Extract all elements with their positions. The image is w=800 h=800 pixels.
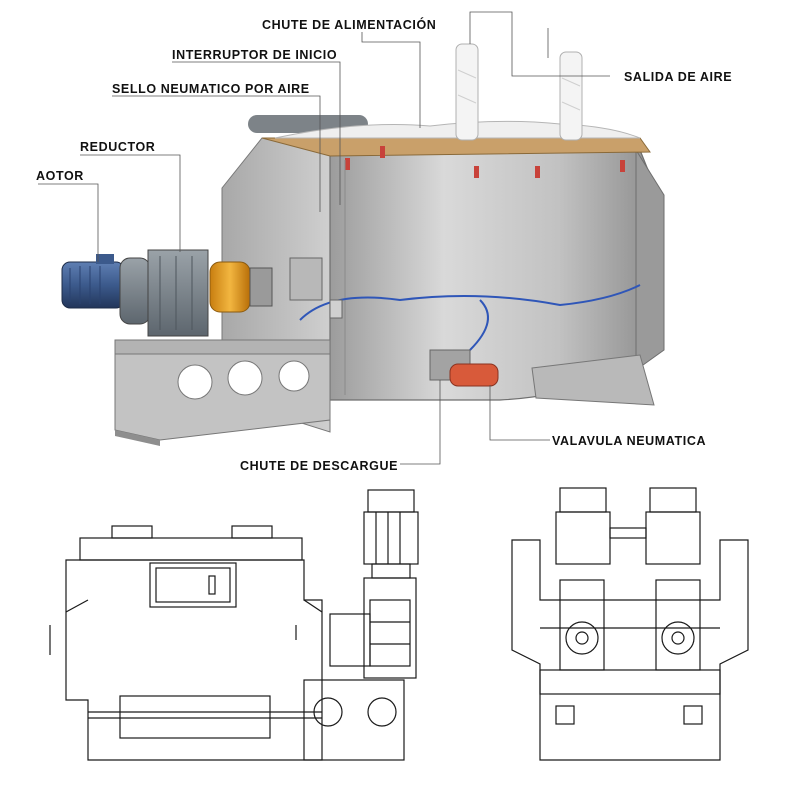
door-inner	[155, 567, 231, 603]
side-body-outline	[511, 539, 749, 761]
discharge-valve	[429, 349, 499, 387]
filter-seam	[561, 101, 581, 111]
door-handle	[208, 575, 216, 595]
leader-interruptor	[172, 61, 341, 205]
front-elevation-drawing	[49, 489, 419, 761]
frame-hole	[227, 360, 263, 396]
motor-drawing	[363, 511, 419, 565]
bearing-housing	[249, 267, 273, 307]
frame-top	[114, 339, 331, 355]
reducer-right	[655, 579, 701, 671]
side-elevation-drawing	[511, 487, 749, 761]
discharge-flange	[119, 695, 271, 739]
reducer-input	[119, 257, 151, 325]
coupling	[209, 261, 251, 313]
label-interruptor-inicio: INTERRUPTOR DE INICIO	[172, 48, 337, 62]
mount-pad-left	[555, 705, 575, 725]
motor-drawing-right	[645, 511, 701, 565]
motor-terminal-box	[96, 254, 114, 264]
inspection-door	[149, 562, 237, 608]
base-hole	[367, 697, 397, 727]
leader-salida-aire	[469, 11, 610, 77]
filter-seam	[457, 94, 477, 104]
pneumatic-valve-icon	[449, 363, 499, 387]
label-chute-alimentacion: CHUTE DE ALIMENTACIÓN	[262, 17, 436, 32]
gear-right	[661, 621, 695, 655]
gear-right-hub	[671, 631, 685, 645]
right-leg	[531, 354, 655, 406]
tank-outline	[65, 559, 323, 761]
leader-descargue	[400, 380, 441, 465]
mount-pad-right	[683, 705, 703, 725]
label-valvula-neumatica: VALAVULA NEUMATICA	[552, 434, 706, 448]
clamp	[620, 160, 625, 172]
leader-motor	[38, 183, 99, 262]
inlet-nozzle	[111, 525, 153, 539]
motor-fan-cover-left	[559, 487, 607, 513]
leader-chute-alimentacion	[361, 32, 421, 128]
drive-frame	[114, 339, 331, 446]
frame-foot	[115, 430, 160, 446]
reducer-left	[559, 579, 605, 671]
reducer-ribs	[369, 599, 411, 667]
motor-fan-cover-right	[649, 487, 697, 513]
base-hole	[313, 697, 343, 727]
shaft-seal	[289, 257, 323, 301]
reducer-drawing	[363, 577, 417, 679]
inlet-nozzle	[231, 525, 273, 539]
clamp	[345, 158, 350, 170]
frame-hole	[278, 360, 310, 392]
label-reductor: REDUCTOR	[80, 140, 155, 154]
tank-shoulder	[65, 599, 89, 613]
filter-seam	[457, 69, 477, 79]
motor-drawing-left	[555, 511, 611, 565]
lid-clamps	[345, 146, 625, 178]
frame-plate	[114, 353, 331, 441]
leader-valvula	[489, 385, 550, 441]
gear-left-hub	[575, 631, 589, 645]
motor-flange	[371, 563, 411, 579]
leader-reductor	[80, 154, 181, 252]
leader-sello	[112, 95, 321, 212]
clamp	[535, 166, 540, 178]
frame-hole	[177, 364, 213, 400]
label-sello-neumatico: SELLO NEUMATICO POR AIRE	[112, 82, 310, 96]
filter-seam	[561, 77, 581, 87]
callout-labels: CHUTE DE ALIMENTACIÓN INTERRUPTOR DE INI…	[36, 17, 732, 473]
reducer-housing	[147, 249, 209, 337]
start-switch	[329, 299, 343, 319]
tank-shoulder	[303, 599, 323, 613]
motor-body	[61, 261, 125, 309]
clamp	[380, 146, 385, 158]
gear-reducer-icon	[119, 249, 209, 337]
filter-bags	[455, 43, 583, 141]
motor-link-bar	[609, 527, 647, 539]
label-salida-aire: SALIDA DE AIRE	[624, 70, 732, 84]
leader-lines	[38, 11, 610, 465]
air-filter-bag-icon	[455, 43, 479, 141]
tank-top	[79, 537, 303, 561]
electric-motor-icon	[61, 254, 125, 309]
gear-left	[565, 621, 599, 655]
side-base	[539, 669, 721, 695]
label-motor: AOTOR	[36, 169, 84, 183]
drive-base	[303, 679, 405, 761]
air-filter-bag-icon	[559, 51, 583, 141]
label-chute-descargue: CHUTE DE DESCARGUE	[240, 459, 398, 473]
pneumatic-hose	[469, 299, 489, 351]
clamp	[474, 166, 479, 178]
right-side-plate	[635, 148, 665, 371]
blender-photo	[61, 43, 665, 446]
motor-fan-cover	[367, 489, 415, 513]
